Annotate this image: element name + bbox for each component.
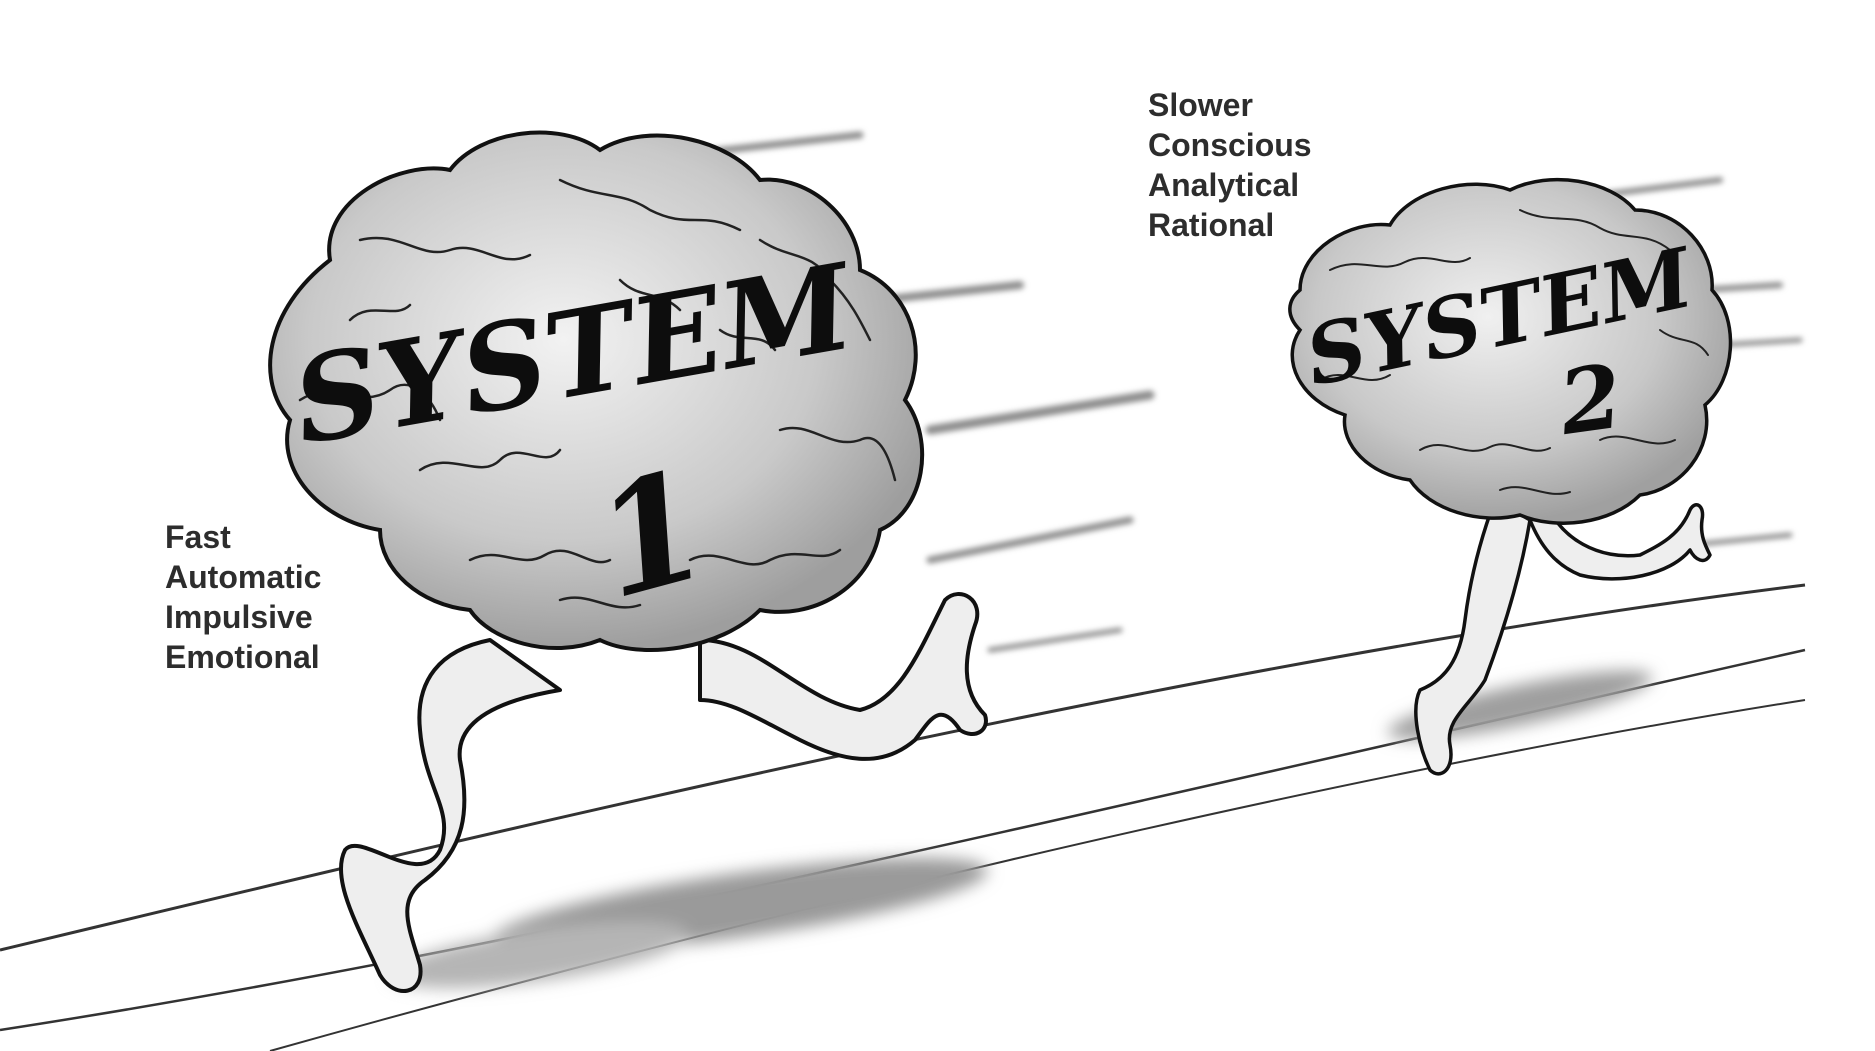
system-2-trait: Rational — [1148, 207, 1275, 243]
system-2-front-leg — [1528, 498, 1712, 581]
system-2-brain-number: 2 — [1552, 344, 1628, 456]
system-1-brain — [268, 130, 925, 652]
system-1-runner: SYSTEM 1 — [268, 130, 988, 993]
ground-shadows — [391, 670, 1653, 989]
system-2-trait: Slower — [1148, 87, 1253, 123]
system-1-trait: Automatic — [165, 559, 322, 595]
system-1-front-leg — [698, 592, 988, 761]
system-2-trait: Conscious — [1148, 127, 1312, 163]
system-1-back-leg — [338, 638, 562, 993]
system-2-trait-list: Slower Conscious Analytical Rational — [1148, 85, 1312, 245]
system-1-trait: Fast — [165, 519, 231, 555]
system-2-back-leg — [1414, 498, 1532, 776]
speed-lines — [676, 131, 1803, 653]
system-2-trait: Analytical — [1148, 167, 1300, 203]
system-1-trait-list: Fast Automatic Impulsive Emotional — [165, 517, 321, 677]
system-1-trait: Impulsive — [165, 599, 313, 635]
system-1-trait: Emotional — [165, 639, 320, 675]
system-2-runner: SYSTEM 2 — [1288, 177, 1733, 776]
